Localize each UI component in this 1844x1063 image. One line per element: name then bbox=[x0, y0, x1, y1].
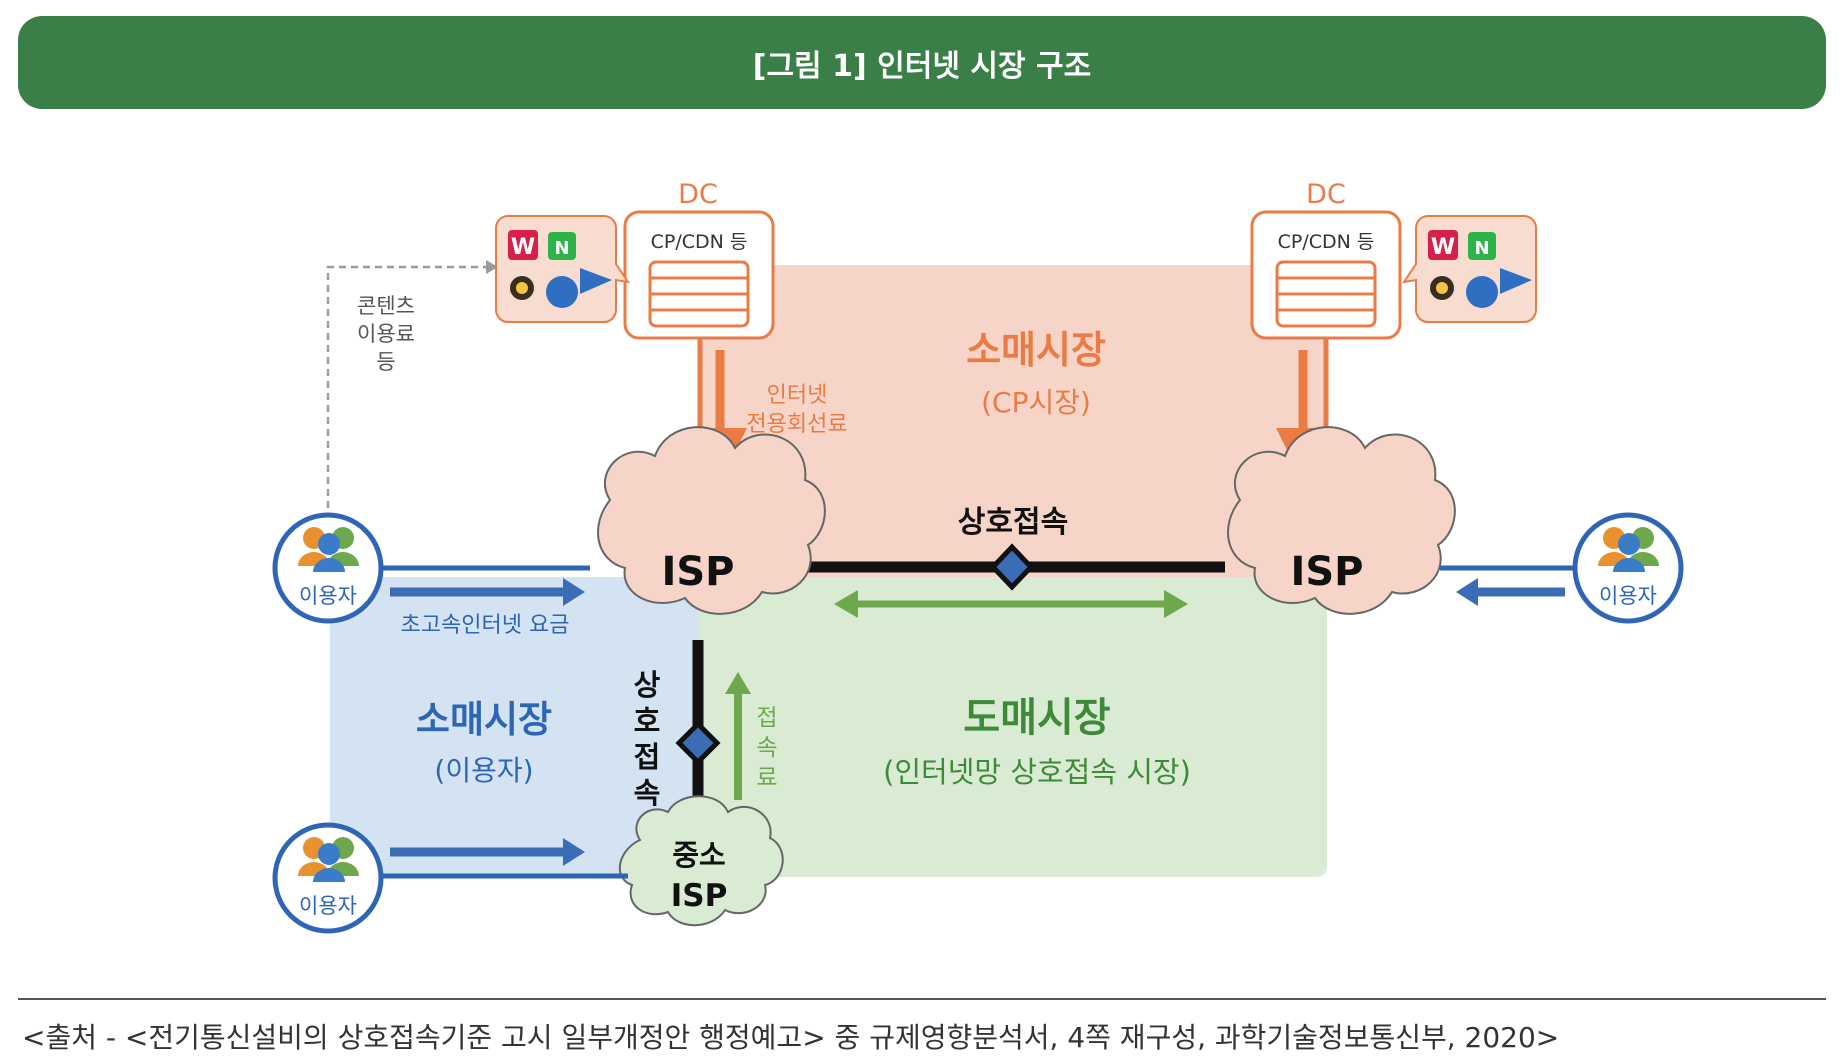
access-fee-arrow bbox=[725, 672, 751, 800]
isp-left-cloud: ISP bbox=[597, 426, 826, 615]
dc-left-box-label: CP/CDN 등 bbox=[651, 231, 748, 253]
isp-right-cloud: ISP bbox=[1227, 426, 1456, 615]
wholesale-title: 도매시장 bbox=[963, 695, 1110, 741]
isp-right-label: ISP bbox=[1290, 549, 1363, 595]
dc-right-box-label: CP/CDN 등 bbox=[1278, 231, 1375, 253]
interconnect-vertical-char: 상 bbox=[634, 668, 661, 702]
content-fee-line-1: 콘텐츠 bbox=[357, 294, 415, 318]
retail-cp-subtitle: (CP시장) bbox=[981, 386, 1091, 419]
broadband-fee-label: 초고속인터넷 요금 bbox=[401, 613, 570, 638]
dc-left-label: DC bbox=[678, 179, 718, 210]
figure-title: [그림 1] 인터넷 시장 구조 bbox=[752, 48, 1092, 84]
svg-text:N: N bbox=[554, 238, 569, 259]
interconnect-vertical-node bbox=[675, 720, 721, 766]
leased-line-fee-1: 인터넷 bbox=[767, 383, 828, 408]
interconnect-top-label: 상호접속 bbox=[958, 505, 1068, 540]
wholesale-subtitle: (인터넷망 상호접속 시장) bbox=[883, 755, 1191, 789]
retail-user-subtitle: (이용자) bbox=[434, 754, 533, 787]
retail-cp-title: 소매시장 bbox=[966, 328, 1106, 372]
user-icon-right: 이용자 bbox=[1572, 512, 1684, 624]
wholesale-region bbox=[700, 577, 1327, 877]
retail-user-title: 소매시장 bbox=[416, 698, 552, 741]
figure-title-bar: [그림 1] 인터넷 시장 구조 bbox=[18, 16, 1826, 109]
svg-text:W: W bbox=[511, 235, 535, 260]
interconnect-top-node bbox=[989, 543, 1035, 591]
access-fee-char: 접 bbox=[756, 705, 777, 731]
leased-line-fee-2: 전용회선료 bbox=[746, 412, 847, 437]
server-icon bbox=[1275, 260, 1377, 328]
dc-right-label: DC bbox=[1306, 179, 1346, 210]
access-fee-char: 속 bbox=[756, 735, 777, 761]
content-fee-dashed-arrow bbox=[326, 265, 488, 520]
user-icon-left-top: 이용자 bbox=[272, 512, 384, 624]
internet-market-diagram: DC CP/CDN 등 W N DC CP/CDN 등 W N bbox=[272, 179, 1684, 934]
content-fee-line-2: 이용료 bbox=[357, 322, 415, 346]
interconnect-vertical-char: 접 bbox=[634, 740, 661, 774]
interconnect-vertical-char: 호 bbox=[634, 704, 661, 738]
content-apps-icon: W N bbox=[495, 215, 631, 323]
user-label: 이용자 bbox=[299, 584, 357, 608]
source-caption: <출처 - <전기통신설비의 상호접속기준 고시 일부개정안 행정예고> 중 규… bbox=[22, 1021, 1560, 1054]
content-fee-line-3: 등 bbox=[376, 350, 395, 374]
small-isp-label-1: 중소 bbox=[672, 838, 725, 872]
small-isp-label-2: ISP bbox=[671, 878, 728, 914]
source-divider bbox=[18, 998, 1826, 1000]
access-fee-char: 료 bbox=[756, 765, 777, 791]
svg-text:W: W bbox=[1431, 235, 1455, 260]
content-fee-arrowhead bbox=[486, 260, 498, 274]
user-right-arrow bbox=[1456, 578, 1565, 606]
small-isp-cloud: 중소 ISP bbox=[618, 795, 784, 927]
interconnect-vertical-char: 속 bbox=[634, 776, 661, 810]
user-bottom-arrow bbox=[390, 838, 585, 866]
broadband-fee-arrow bbox=[390, 578, 585, 606]
wholesale-bidirectional-arrow bbox=[834, 590, 1188, 618]
user-label: 이용자 bbox=[299, 894, 357, 918]
user-label: 이용자 bbox=[1599, 584, 1657, 608]
user-icon-left-bottom: 이용자 bbox=[272, 822, 384, 934]
isp-left-label: ISP bbox=[661, 549, 734, 595]
server-icon bbox=[648, 260, 750, 328]
svg-text:N: N bbox=[1474, 238, 1489, 259]
content-apps-icon: W N bbox=[1401, 215, 1537, 323]
